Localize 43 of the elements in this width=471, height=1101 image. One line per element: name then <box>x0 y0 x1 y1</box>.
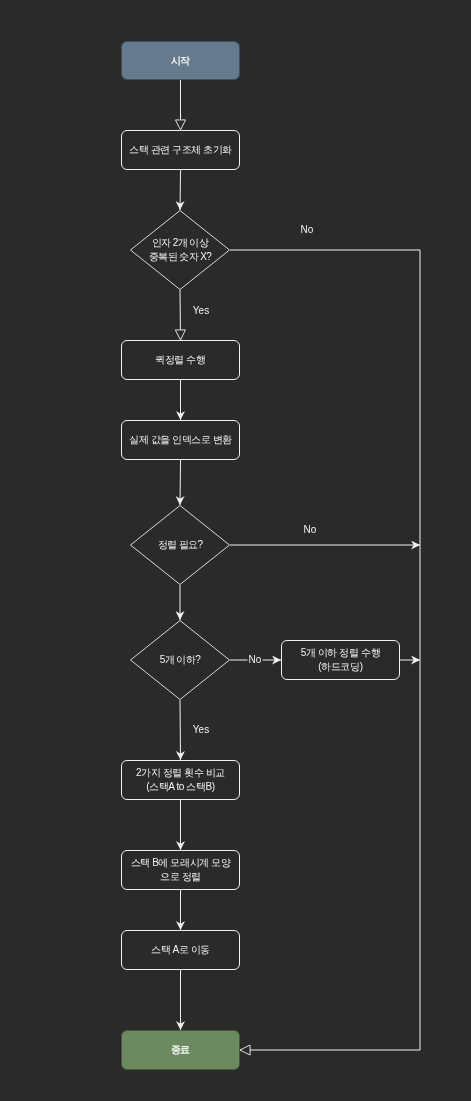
arrow <box>176 379 185 421</box>
process-box <box>121 420 240 460</box>
step-text: 2가지 정렬 횟수 비교 (스택A to 스택B) <box>134 766 227 794</box>
arrow <box>174 289 186 341</box>
arrow <box>175 459 185 506</box>
terminal-text: 시작 <box>170 53 191 68</box>
arrow <box>176 799 185 851</box>
arrow <box>229 540 421 550</box>
decision-diamond <box>130 620 230 700</box>
edge-label: No <box>247 654 263 666</box>
arrow <box>239 249 421 1056</box>
process-box <box>121 930 240 970</box>
arrow <box>399 655 421 665</box>
terminal-text: 종료 <box>170 1043 191 1057</box>
process-box <box>121 850 240 890</box>
edge-label: Yes <box>191 305 211 317</box>
step-text: 스택 A로 이동 <box>151 943 210 957</box>
arrow <box>176 969 185 1031</box>
decision-text: 정렬 필요? <box>157 538 203 552</box>
arrow <box>175 699 185 761</box>
decision-diamond <box>130 505 230 585</box>
decision-text: 5개 이하? <box>159 653 201 667</box>
edge-label: No <box>302 524 318 536</box>
decision-text: 인자 2개 이상 중복된 숫자 X? <box>147 236 213 264</box>
step-text: 5개 이하 정렬 수행 (하드코딩) <box>299 646 382 674</box>
end-terminal <box>121 1030 240 1070</box>
step-text: 실제 값을 인덱스로 변환 <box>128 433 233 447</box>
decision-diamond <box>130 210 230 290</box>
process-box <box>281 640 400 680</box>
edge-label: Yes <box>191 724 211 736</box>
arrow <box>175 584 185 621</box>
start-terminal <box>121 41 240 80</box>
connector-line <box>229 249 421 251</box>
arrow <box>175 169 185 211</box>
process-box <box>121 760 240 800</box>
arrow <box>175 79 186 131</box>
step-text: 퀵정렬 수행 <box>155 353 206 367</box>
step-text: 스택 B에 모래시계 모양 으로 정렬 <box>129 856 232 884</box>
process-box <box>121 340 240 380</box>
arrow <box>176 889 185 931</box>
process-box <box>121 130 240 170</box>
step-text: 스택 관련 구조체 초기화 <box>128 143 233 157</box>
edge-label: No <box>299 224 315 236</box>
